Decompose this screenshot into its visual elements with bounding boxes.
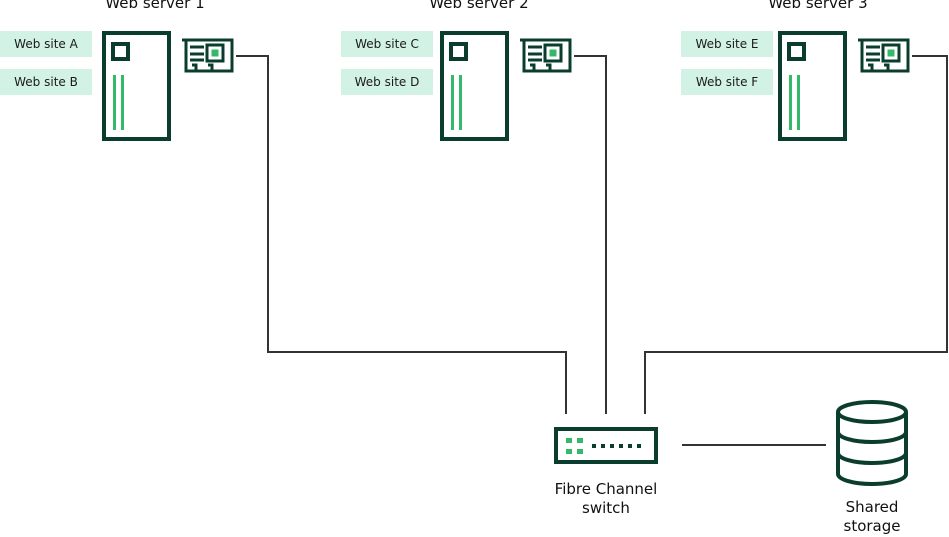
server-3 — [778, 31, 910, 141]
network-card-icon — [520, 38, 572, 73]
server-drive-icon — [787, 42, 806, 61]
site-label: Web site D — [341, 69, 433, 95]
server-drive-icon — [111, 42, 130, 61]
server-led-bar — [121, 75, 124, 130]
site-label: Web site C — [341, 31, 433, 57]
server-2 — [440, 31, 572, 141]
network-card-icon — [182, 38, 234, 73]
server-1 — [102, 31, 234, 141]
wires — [236, 55, 948, 446]
site-label: Web site E — [681, 31, 773, 57]
fibre-channel-switch-icon — [554, 427, 658, 464]
storage-caption-line2: storage — [843, 517, 901, 535]
server-led-bar — [789, 75, 792, 130]
site-label: Web site B — [0, 69, 92, 95]
server-led-bar — [113, 75, 116, 130]
server-1-title: Web server 1 — [105, 0, 205, 12]
switch-caption-line1: Fibre Channel — [554, 480, 658, 498]
network-card-icon — [858, 38, 910, 73]
server-2-title: Web server 2 — [429, 0, 529, 12]
wire-server1 — [236, 55, 567, 414]
site-label: Web site F — [681, 69, 773, 95]
database-storage-icon — [836, 400, 908, 486]
server-led-bar — [451, 75, 454, 130]
wire-server2 — [574, 55, 607, 414]
storage-caption: Shared storage — [812, 498, 932, 536]
site-label: Web site A — [0, 31, 92, 57]
switch-caption: Fibre Channel switch — [526, 480, 686, 518]
switch-caption-line2: switch — [582, 499, 630, 517]
storage-caption-line1: Shared — [845, 498, 899, 516]
server-led-bar — [459, 75, 462, 130]
server-3-title: Web server 3 — [768, 0, 868, 12]
wire-server3 — [644, 55, 948, 414]
server-drive-icon — [449, 42, 468, 61]
server-led-bar — [797, 75, 800, 130]
